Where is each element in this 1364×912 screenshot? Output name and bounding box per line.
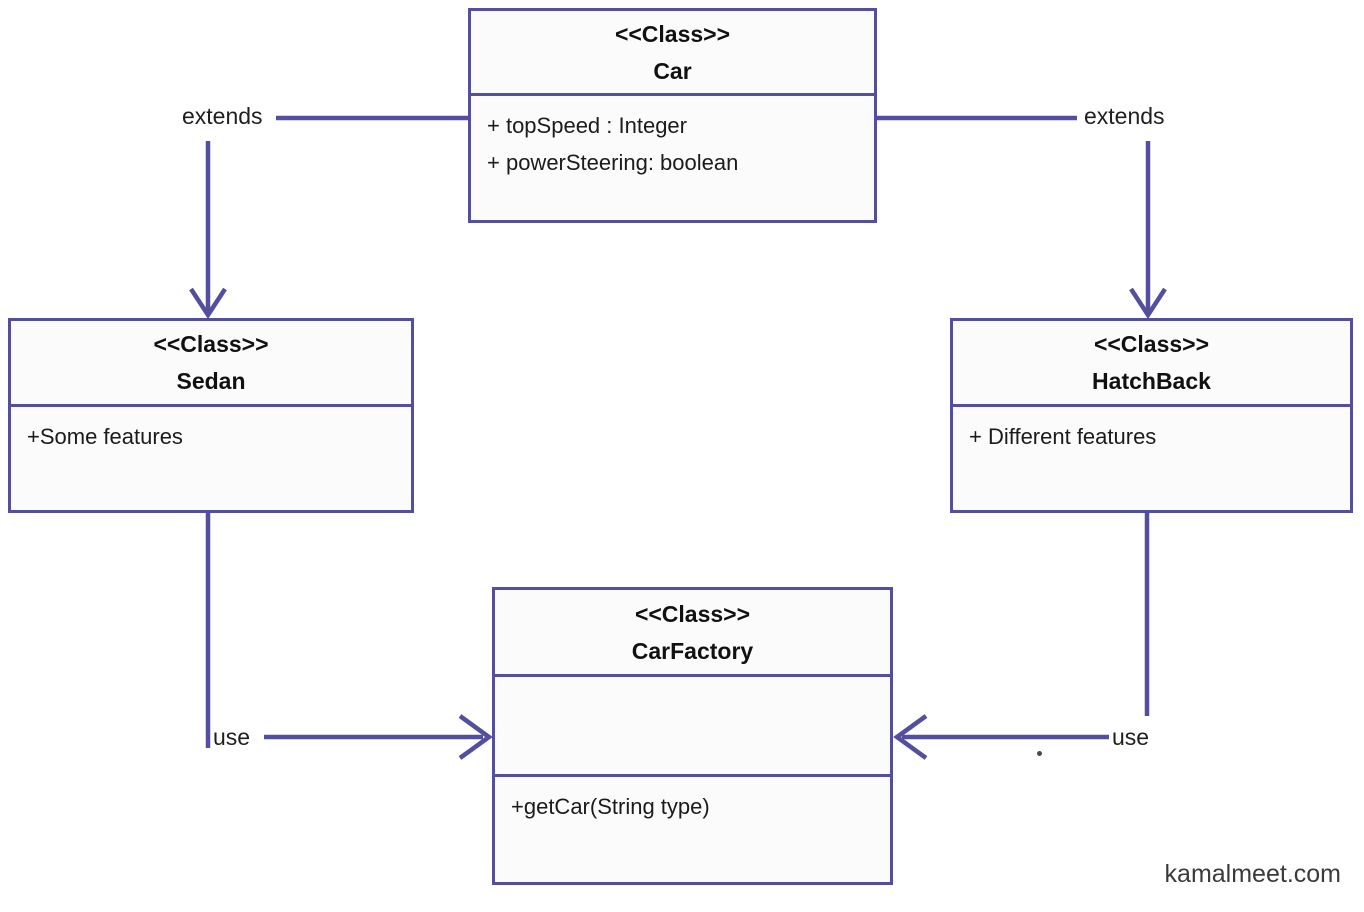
class-stereotype: <<Class>> <box>1093 331 1210 357</box>
class-attributes-sedan: +Some features <box>11 407 411 466</box>
class-stereotype: <<Class>> <box>634 600 751 627</box>
class-stereotype: <<Class>> <box>614 20 731 47</box>
class-box-hatchback: <<Class>> HatchBack + Different features <box>950 318 1353 513</box>
class-box-carfactory: <<Class>> CarFactory +getCar(String type… <box>492 587 893 885</box>
watermark-text: kamalmeet.com <box>1164 860 1341 888</box>
class-methods-carfactory: +getCar(String type) <box>495 777 890 882</box>
class-name-sedan: Sedan <box>176 368 246 394</box>
extends-right-arrowhead-icon <box>1129 287 1167 320</box>
use-left-arrowhead-icon <box>458 714 493 760</box>
edge-label-use-left: use <box>213 724 251 750</box>
class-box-car: <<Class>> Car + topSpeed : Integer + pow… <box>468 8 877 223</box>
extends-left-arrowhead-icon <box>189 287 227 320</box>
dot-artifact <box>1037 751 1042 756</box>
class-attributes-carfactory-empty <box>495 677 890 777</box>
edge-label-use-right: use <box>1112 724 1150 750</box>
class-attributes-car: + topSpeed : Integer + powerSteering: bo… <box>471 96 874 192</box>
class-header-hatchback: <<Class>> HatchBack <box>953 321 1350 407</box>
class-box-sedan: <<Class>> Sedan +Some features <box>8 318 414 513</box>
class-stereotype: <<Class>> <box>153 331 269 357</box>
class-name-hatchback: HatchBack <box>1092 368 1211 394</box>
class-header-carfactory: <<Class>> CarFactory <box>495 590 890 677</box>
attribute-some-features: +Some features <box>27 424 183 449</box>
attribute-different-features: + Different features <box>969 424 1157 449</box>
attribute-power-steering: + powerSteering: boolean <box>487 150 739 175</box>
class-header-car: <<Class>> Car <box>471 11 874 96</box>
use-right-arrowhead-icon <box>893 714 928 760</box>
class-header-sedan: <<Class>> Sedan <box>11 321 411 407</box>
class-name-carfactory: CarFactory <box>631 637 754 664</box>
attribute-top-speed: + topSpeed : Integer <box>487 113 687 138</box>
class-attributes-hatchback: + Different features <box>953 407 1350 466</box>
edge-label-extends-right: extends <box>1084 103 1165 129</box>
class-name-car: Car <box>653 57 692 84</box>
edge-label-extends-left: extends <box>182 103 263 129</box>
method-get-car: +getCar(String type) <box>511 794 710 819</box>
